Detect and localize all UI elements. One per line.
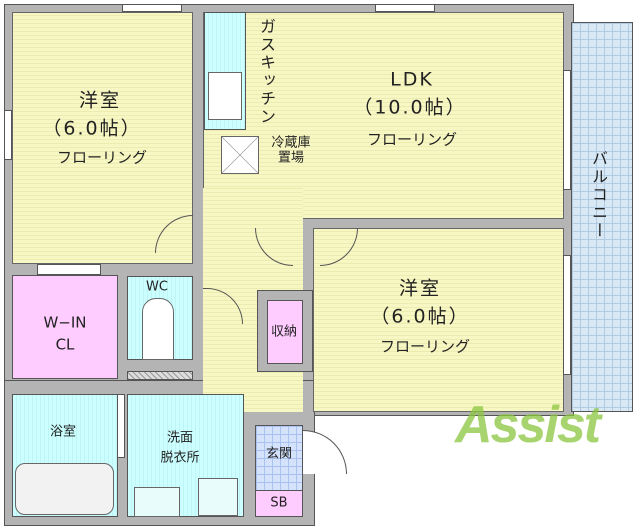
storage-label: 収納	[270, 324, 298, 340]
kitchen-label: ガスキッチン	[257, 18, 276, 126]
window	[563, 70, 571, 190]
vent-hatch	[127, 371, 193, 380]
walk-in-closet	[12, 275, 118, 379]
toilet-icon	[142, 298, 174, 360]
bathtub-icon	[15, 463, 114, 515]
fridge-label: 置場	[277, 150, 305, 166]
balcony	[571, 22, 633, 412]
shoebox-label: SB	[270, 495, 288, 511]
window	[563, 255, 571, 375]
walkin-label: W−IN	[43, 313, 87, 332]
walkin-label: CL	[55, 335, 75, 354]
shoe-box	[255, 490, 303, 517]
floor-type: フローリング	[56, 148, 148, 167]
floor-type: フローリング	[366, 130, 458, 149]
washing-machine-icon	[198, 478, 238, 516]
entrance-label: 玄関	[265, 446, 293, 462]
window	[4, 110, 12, 160]
washroom-label: 脱衣所	[160, 450, 200, 466]
bath-door	[117, 394, 125, 458]
room-size: （6.0帖）	[42, 117, 142, 140]
washbasin-icon	[134, 487, 180, 517]
room-name: 洋室	[398, 277, 442, 300]
entrance	[255, 425, 303, 491]
front-door[interactable]	[303, 430, 347, 474]
assist-logo: Assist	[455, 396, 601, 454]
fridge-label: 冷蔵庫	[271, 135, 311, 151]
washroom-label: 洗面	[166, 430, 194, 446]
western-room-2	[313, 228, 564, 412]
bath-label: 浴室	[49, 424, 77, 440]
window	[37, 264, 101, 275]
sink-icon	[208, 72, 242, 120]
wc-label: WC	[146, 279, 168, 295]
window	[375, 4, 435, 12]
window	[122, 4, 182, 12]
room-size: （6.0帖）	[370, 305, 470, 328]
balcony-label: バルコニー	[589, 150, 608, 240]
western-room-1	[12, 12, 193, 264]
storage-closet	[267, 300, 303, 364]
room-name: 洋室	[78, 89, 122, 112]
fridge-space-icon	[221, 136, 259, 174]
floor-type: フローリング	[379, 337, 471, 356]
room-name: LDK	[390, 68, 434, 91]
room-size: （10.0帖）	[353, 96, 467, 119]
ldk-room	[203, 12, 564, 219]
